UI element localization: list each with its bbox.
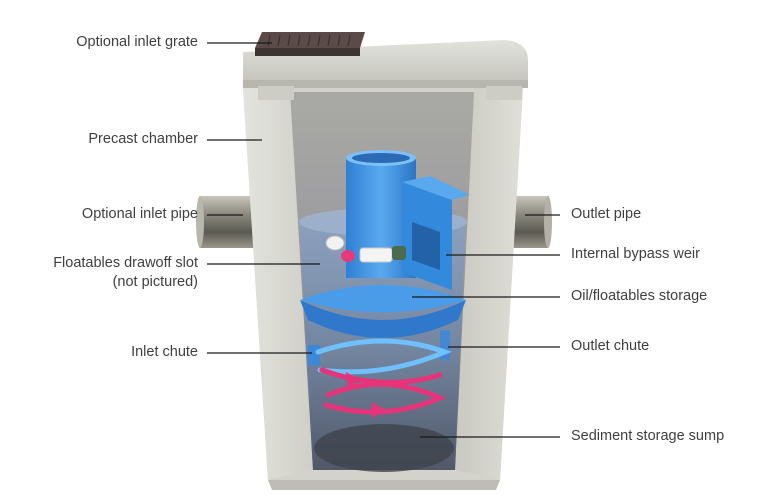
drawoff-fittings xyxy=(325,235,406,263)
label-precast-chamber: Precast chamber xyxy=(88,131,198,147)
label-drawoff-slot-note: (not pictured) xyxy=(112,274,198,290)
label-drawoff-slot: Floatables drawoff slot xyxy=(53,255,198,271)
inlet-grate xyxy=(255,32,365,56)
label-oil-storage: Oil/floatables storage xyxy=(571,288,708,304)
label-outlet-pipe: Outlet pipe xyxy=(571,206,642,222)
flow-arrows xyxy=(315,338,452,418)
label-sediment-sump: Sediment storage sump xyxy=(571,428,725,444)
label-outlet-chute: Outlet chute xyxy=(571,338,650,354)
label-inlet-grate: Optional inlet grate xyxy=(76,34,198,50)
label-inlet-pipe: Optional inlet pipe xyxy=(81,206,198,222)
label-bypass-weir: Internal bypass weir xyxy=(571,246,700,262)
label-inlet-chute: Inlet chute xyxy=(131,344,198,360)
leader-lines xyxy=(207,42,560,438)
